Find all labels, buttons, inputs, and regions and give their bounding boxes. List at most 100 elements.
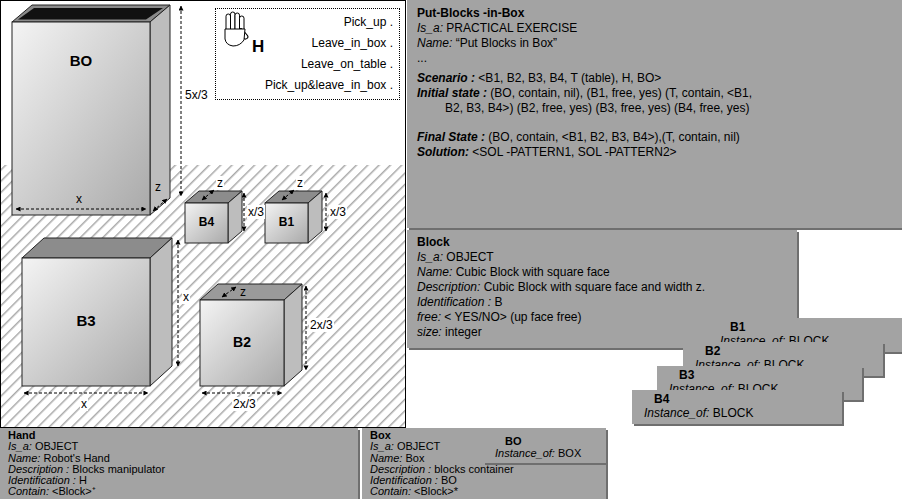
field-key: free: <box>417 310 441 324</box>
node-heading: B4 <box>185 215 228 229</box>
field-value: blocks container <box>431 463 514 475</box>
field-value: PRACTICAL EXERCISE <box>443 21 577 35</box>
dimension-label: z <box>155 180 161 194</box>
field-key: Scenario : <box>417 71 475 85</box>
dimension-label: z <box>296 176 304 190</box>
field-value: BOX <box>555 447 581 459</box>
field-value: integer <box>442 325 482 339</box>
field-key: Contain: <box>8 485 49 497</box>
dimension-label: x <box>182 290 190 304</box>
node-text: Is_a: PRACTICAL EXERCISE <box>417 21 894 36</box>
node-text: Description : blocks container <box>370 464 600 475</box>
node-text: Name: “Put Blocks in Box” <box>417 36 894 51</box>
block-face: B4 <box>185 203 228 243</box>
field-value: B <box>491 295 502 309</box>
node-text: Identification : B <box>417 295 789 310</box>
field-key: Identification : <box>8 474 76 486</box>
node-text: Initial state : (BO, contain, nil), (B1,… <box>417 86 755 116</box>
field-key: Is_a: <box>417 21 443 35</box>
field-value: <Block>* <box>411 485 458 497</box>
node-text: Is_a: OBJECT <box>417 250 789 265</box>
node-text: Final State : (BO, contain, <B1, B2, B3,… <box>417 130 894 145</box>
field-key: Solution: <box>417 145 469 159</box>
node-text: Name: Robot's Hand <box>8 453 352 464</box>
field-value: H <box>76 474 87 486</box>
dimension-label: z <box>216 176 224 190</box>
dimension-label: x <box>76 192 82 206</box>
frame-panel: BoxIs_a: OBJECTName: BoxDescription : bl… <box>362 428 606 499</box>
field-value: (BO, contain, <B1, B2, B3, B4>),(T, cont… <box>485 130 740 144</box>
field-value: Cubic Block with square face and width z… <box>480 280 705 294</box>
field-key: Name: <box>417 265 452 279</box>
node-text: Description: Cubic Block with square fac… <box>417 280 789 295</box>
dimension-label: 2x/3 <box>309 318 334 332</box>
block-face: B3 <box>22 258 150 386</box>
field-key: size: <box>417 325 442 339</box>
field-key: Instance_of: <box>495 447 555 459</box>
node-text: Identification : BO <box>370 475 600 486</box>
node-text: Solution: <SOL -PATTERN1, SOL -PATTERN2> <box>417 145 894 160</box>
instance-card: BOInstance_of: BOX <box>483 433 606 463</box>
field-key: Description: <box>417 280 480 294</box>
field-key: Initial state : <box>417 86 487 100</box>
node-text: ... <box>417 51 894 66</box>
node-heading: H <box>252 37 264 57</box>
block-face: B1 <box>265 203 308 243</box>
field-value: OBJECT <box>443 250 494 264</box>
field-value: Blocks manipulator <box>69 463 165 475</box>
field-value: OBJECT <box>394 440 440 452</box>
dimension-label: x/3 <box>329 205 347 219</box>
node-heading: B1 <box>265 215 308 229</box>
dimension-label: x/3 <box>247 205 265 219</box>
field-value: BO <box>438 474 457 486</box>
node-text: Scenario : <B1, B2, B3, B4, T (table), H… <box>417 71 894 86</box>
field-value: (BO, contain, nil), (B1, free, yes) (T, … <box>445 86 752 115</box>
dimension-label: x <box>80 397 88 411</box>
field-value: Cubic Block with square face <box>452 265 609 279</box>
field-key: Identification : <box>370 474 438 486</box>
field-value: OBJECT <box>32 440 78 452</box>
block-face: B2 <box>200 300 284 386</box>
node-text: Description : Blocks manipulator <box>8 464 352 475</box>
field-key: Is_a: <box>417 250 443 264</box>
field-key: Is_a: <box>8 440 32 452</box>
field-key: Is_a: <box>370 440 394 452</box>
instance-card: B4Instance_of: BLOCK <box>632 390 842 424</box>
frame-panel: HandIs_a: OBJECTName: Robot's HandDescri… <box>0 428 358 499</box>
node-heading: Hand <box>8 430 352 441</box>
field-value: <B1, B2, B3, B4, T (table), H, BO> <box>475 71 661 85</box>
field-value: < YES/NO> (up face free) <box>441 310 582 324</box>
node-heading: Block <box>417 235 789 250</box>
node-heading: B4 <box>654 392 836 406</box>
node-text: Contain: <Block>* <box>370 486 600 497</box>
node-heading: B2 <box>200 334 284 350</box>
field-key: Identification : <box>417 295 491 309</box>
frame-panel: Put-Blocks -in-BoxIs_a: PRACTICAL EXERCI… <box>407 0 902 228</box>
node-heading: B2 <box>705 344 877 358</box>
block-face: BO <box>12 22 150 215</box>
node-text: Is_a: OBJECT <box>8 441 352 452</box>
node-text: Pick_up&leave_in_box . <box>216 75 393 96</box>
field-value: <SOL -PATTERN1, SOL -PATTERN2> <box>469 145 677 159</box>
node-text: Leave_on_table . <box>216 54 393 75</box>
node-heading: B3 <box>22 312 150 329</box>
field-key: Instance_of: <box>644 406 709 420</box>
field-value: <Block>⁺ <box>49 485 96 497</box>
field-key: Name: <box>370 452 402 464</box>
field-value: “Put Blocks in Box” <box>452 36 557 50</box>
node-text: Name: Cubic Block with square face <box>417 265 789 280</box>
node-text: Identification : H <box>8 475 352 486</box>
node-text: Contain: <Block>⁺ <box>8 486 352 497</box>
field-key: Name: <box>8 452 40 464</box>
node-heading: BO <box>12 52 150 69</box>
node-text: Instance_of: BLOCK <box>644 406 836 420</box>
dimension-label: 2x/3 <box>232 397 257 411</box>
node-heading: BO <box>505 435 600 447</box>
field-key: Description : <box>370 463 431 475</box>
field-key: Name: <box>417 36 452 50</box>
field-value: BLOCK <box>709 406 753 420</box>
field-value: Box <box>402 452 424 464</box>
node-heading: Put-Blocks -in-Box <box>417 6 894 21</box>
field-key: Description : <box>8 463 69 475</box>
